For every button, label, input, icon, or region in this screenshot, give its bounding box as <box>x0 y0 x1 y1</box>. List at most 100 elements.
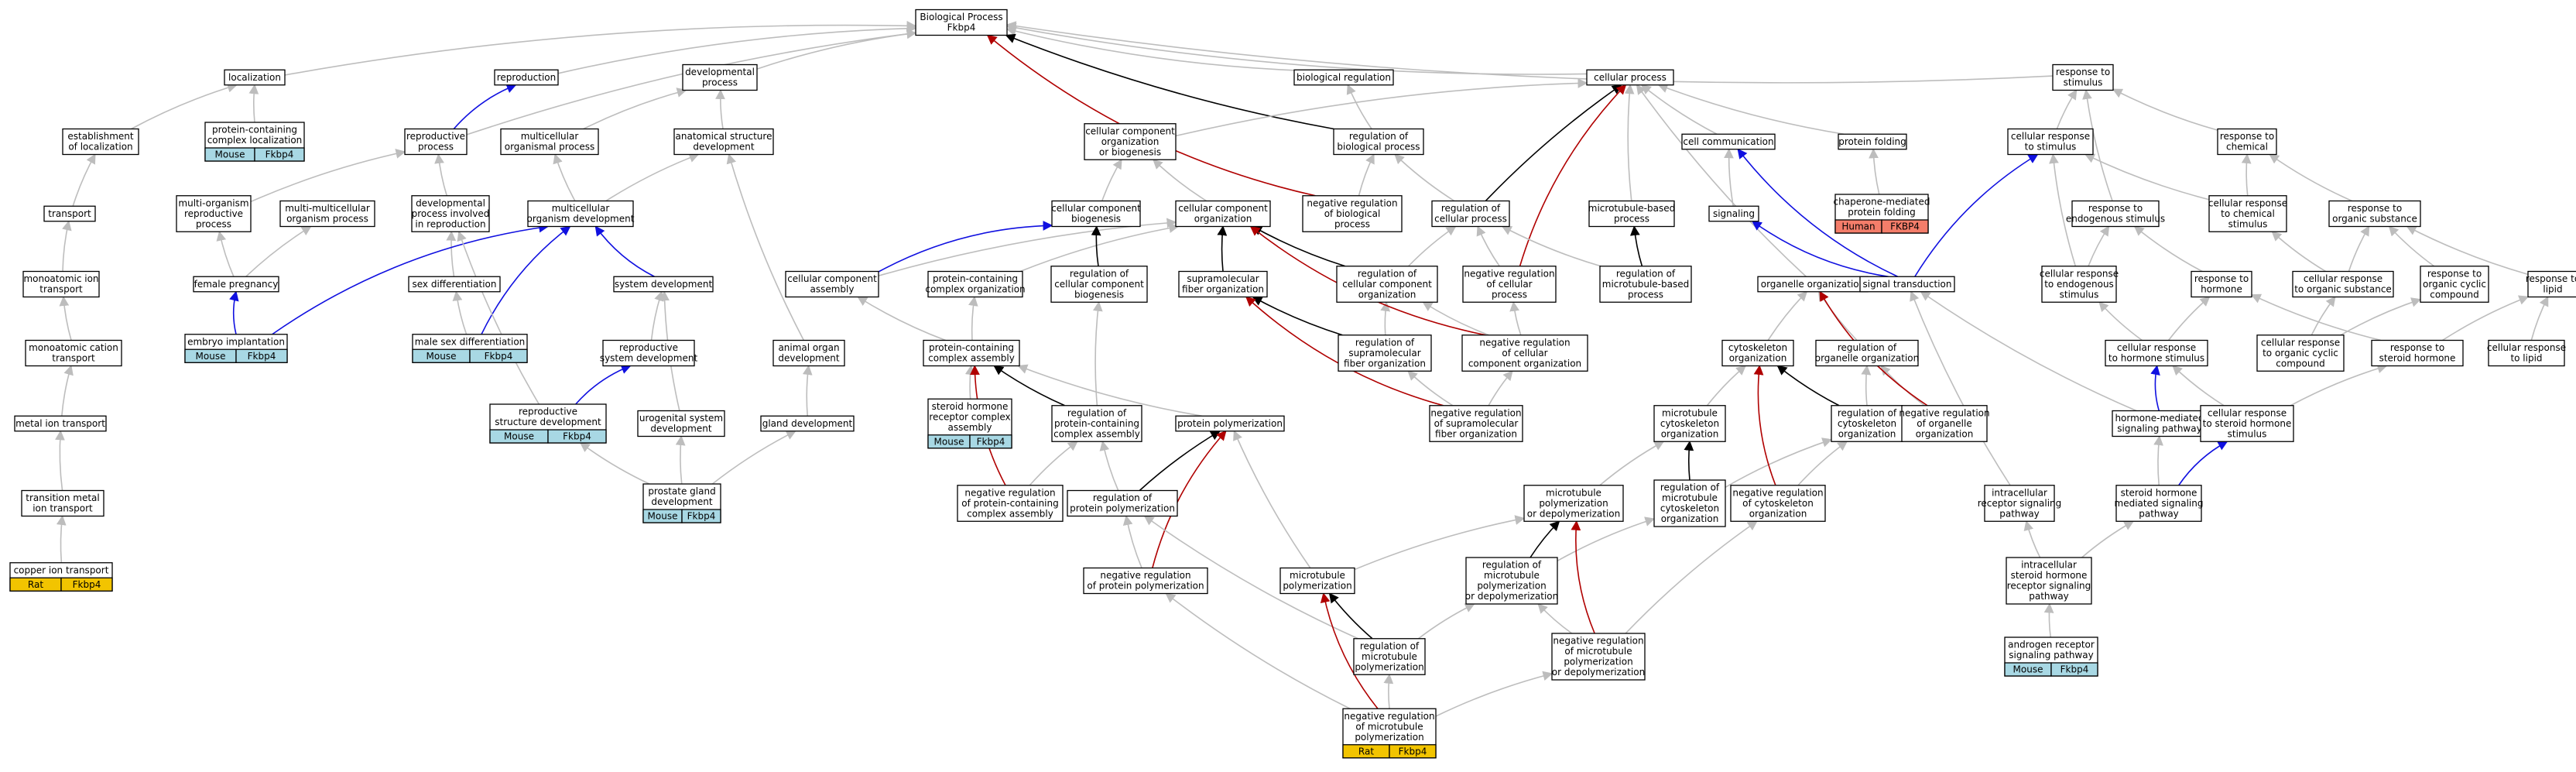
go-term-orgorg[interactable]: organelle organization <box>1757 276 1869 293</box>
go-term-fempreg[interactable]: female pregnancy <box>193 276 279 293</box>
go-term-sysdev[interactable]: system development <box>613 276 714 293</box>
go-term-sigtrans[interactable]: signal transduction <box>1859 276 1955 293</box>
go-term-regmpod[interactable]: regulation ofmicrotubulepolymerizationor… <box>1465 557 1558 605</box>
go-term-cellcomm[interactable]: cell communication <box>1681 133 1776 150</box>
go-term-sexdiff[interactable]: sex differentiation <box>408 276 501 293</box>
go-term-protpol[interactable]: protein polymerization <box>1175 415 1285 432</box>
go-term-loc[interactable]: localization <box>224 69 286 86</box>
go-term-repro[interactable]: reproduction <box>494 69 559 86</box>
term-label: reproductive <box>406 131 465 142</box>
go-term-cellproc[interactable]: cellular process <box>1586 69 1674 86</box>
edge-regmtbp-to-mtbp <box>1629 225 1643 266</box>
go-term-bioreg[interactable]: biological regulation <box>1293 69 1394 86</box>
term-label: development <box>693 142 754 153</box>
go-term-metion[interactable]: metal ion transport <box>14 415 107 432</box>
term-label: or depolymerization <box>1552 667 1645 678</box>
go-term-protfold[interactable]: protein folding <box>1838 133 1907 150</box>
go-term-gland[interactable]: gland development <box>760 415 855 432</box>
go-term-signaling[interactable]: signaling <box>1708 205 1759 222</box>
go-term-transport[interactable]: transport <box>43 205 96 222</box>
go-term-regmtco[interactable]: regulation ofmicrotubulecytoskeletonorga… <box>1653 479 1726 527</box>
